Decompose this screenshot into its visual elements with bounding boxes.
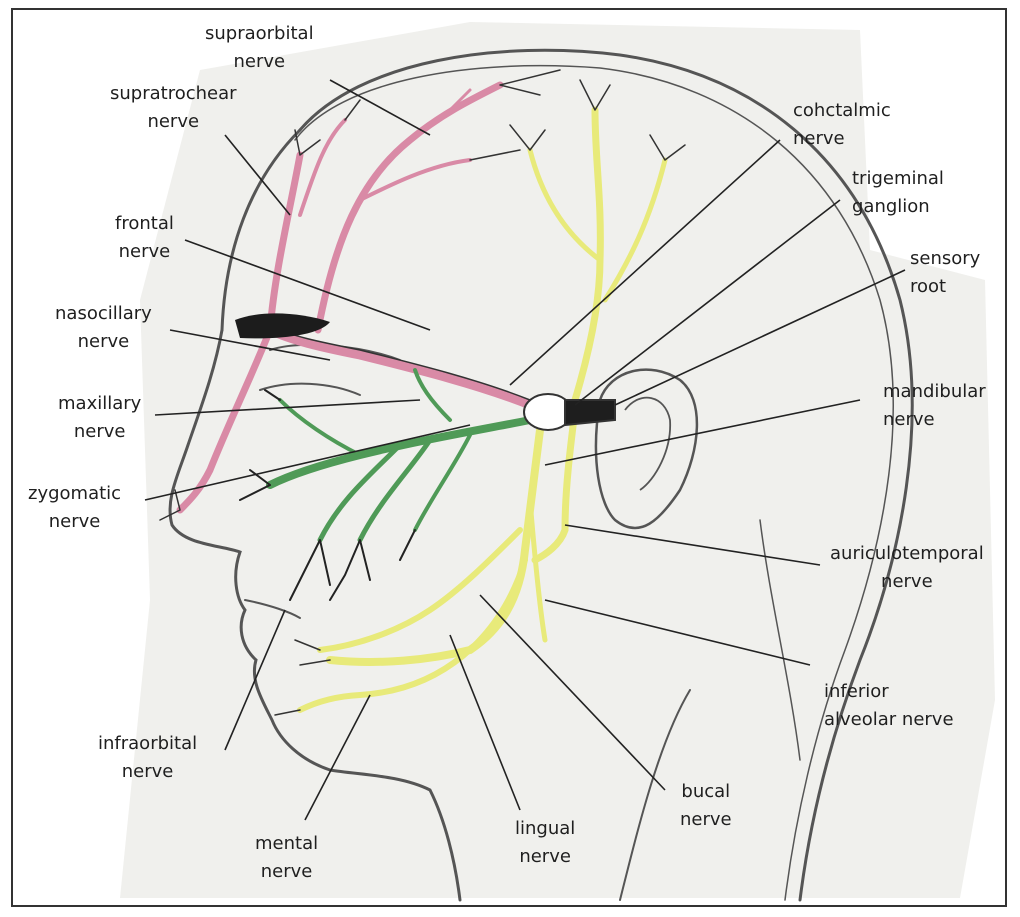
label-line-1: supraorbital [205,20,314,48]
label-line-2: nerve [255,858,318,886]
label-lingual-nerve: lingual nerve [515,815,575,871]
label-line-2: nerve [55,328,152,356]
label-line-2: nerve [115,238,174,266]
label-line-1: auriculotemporal [830,540,984,568]
label-line-1: bucal [680,778,732,806]
label-line-1: mandibular [883,378,986,406]
label-auriculotemporal-nerve: auriculotemporal nerve [830,540,984,596]
label-line-2: nerve [883,406,986,434]
label-mandibular-nerve: mandibular nerve [883,378,986,434]
label-line-1: zygomatic [28,480,121,508]
label-inferior-alveolar-nerve: inferior alveolar nerve [824,678,954,734]
label-line-1: cohctalmic [793,97,891,125]
label-infraorbital-nerve: infraorbital nerve [98,730,197,786]
label-supratrochear-nerve: supratrochear nerve [110,80,237,136]
label-frontal-nerve: frontal nerve [115,210,174,266]
label-line-2: nerve [680,806,732,834]
label-nasocillary-nerve: nasocillary nerve [55,300,152,356]
label-zygomatic-nerve: zygomatic nerve [28,480,121,536]
label-line-2: root [910,273,980,301]
label-line-1: inferior [824,678,954,706]
label-line-1: lingual [515,815,575,843]
label-line-1: frontal [115,210,174,238]
label-line-2: nerve [98,758,197,786]
label-maxillary-nerve: maxillary nerve [58,390,141,446]
label-line-2: nerve [58,418,141,446]
label-line-2: alveolar nerve [824,706,954,734]
label-line-1: sensory [910,245,980,273]
label-sensory-root: sensory root [910,245,980,301]
label-line-2: nerve [830,568,984,596]
label-bucal-nerve: bucal nerve [680,778,732,834]
label-line-2: nerve [205,48,314,76]
label-line-1: infraorbital [98,730,197,758]
label-line-1: mental [255,830,318,858]
label-line-1: maxillary [58,390,141,418]
label-mental-nerve: mental nerve [255,830,318,886]
label-line-1: nasocillary [55,300,152,328]
label-line-1: supratrochear [110,80,237,108]
label-line-1: trigeminal [852,165,944,193]
label-line-2: nerve [110,108,237,136]
background-wash [120,22,995,898]
label-supraorbital-nerve: supraorbital nerve [205,20,314,76]
label-line-2: ganglion [852,193,944,221]
label-line-2: nerve [515,843,575,871]
label-trigeminal-ganglion: trigeminal ganglion [852,165,944,221]
label-line-2: nerve [793,125,891,153]
label-line-2: nerve [28,508,121,536]
label-cohctalmic-nerve: cohctalmic nerve [793,97,891,153]
